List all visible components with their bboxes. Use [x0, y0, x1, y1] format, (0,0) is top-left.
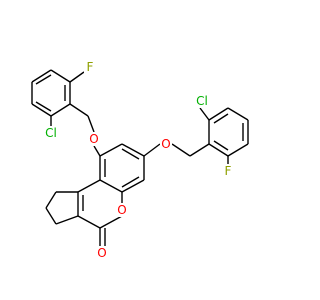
atom-f-top: F	[87, 60, 94, 74]
bond	[121, 179, 145, 193]
atom-o-carbonyl: O	[97, 246, 106, 260]
bond	[213, 113, 229, 124]
bond	[99, 143, 123, 157]
bond	[227, 107, 249, 121]
atom-labels: F Cl O Cl O F O O	[40, 60, 234, 260]
bond-lines	[31, 69, 249, 248]
bond	[199, 107, 210, 121]
bond	[45, 191, 57, 209]
bond	[121, 148, 140, 160]
bond	[213, 140, 229, 151]
bond	[45, 207, 57, 225]
atom-cl-left: Cl	[45, 126, 57, 140]
bond	[99, 179, 123, 193]
bond	[99, 215, 123, 229]
bond	[31, 103, 52, 117]
bond	[189, 143, 210, 157]
atom-f-right: F	[225, 164, 232, 178]
bond	[77, 179, 101, 193]
atom-o-ring: O	[117, 203, 126, 217]
bond	[143, 143, 161, 157]
bond	[93, 145, 101, 157]
bond	[171, 143, 191, 157]
molecule-structure: F Cl O Cl O F O O	[31, 60, 249, 260]
bond	[121, 143, 145, 157]
atom-cl-right: Cl	[196, 94, 208, 108]
bond	[227, 143, 249, 157]
bond	[77, 215, 101, 229]
bond	[69, 103, 89, 117]
bond	[55, 215, 79, 225]
bond	[87, 115, 95, 133]
bond	[208, 143, 229, 157]
bond	[35, 101, 52, 112]
atom-o-ether-left: O	[89, 132, 98, 146]
bond	[35, 74, 52, 85]
bond	[69, 71, 85, 83]
bond	[208, 107, 229, 121]
bond	[50, 103, 71, 117]
atom-o-ether-right: O	[161, 137, 170, 151]
bond	[31, 69, 52, 83]
bond	[50, 69, 71, 83]
bond	[121, 176, 140, 188]
